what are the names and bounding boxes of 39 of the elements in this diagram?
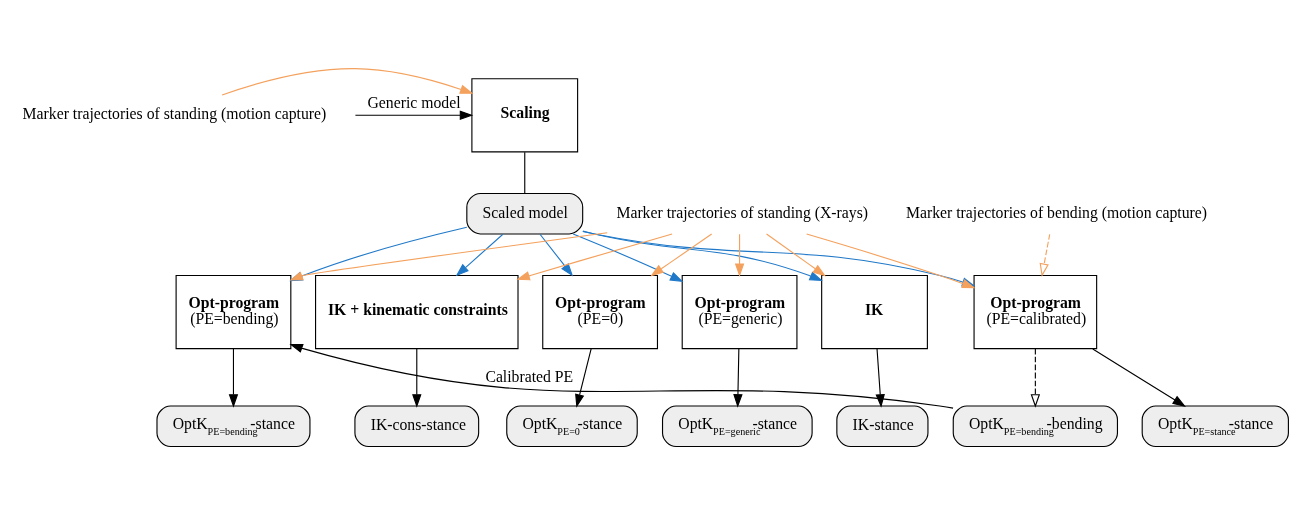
connector <box>524 151 526 194</box>
node-box: IK <box>821 274 928 349</box>
arrow <box>412 347 422 408</box>
node-box: IK-cons-stance <box>354 404 480 447</box>
node-box: Scaling <box>471 77 579 152</box>
node-box: OptK$_{PE=bending}$-stance <box>156 404 311 447</box>
arrow <box>539 233 574 277</box>
node-text: Marker trajectories of bending (motion capture) <box>906 203 1208 221</box>
node-text: Marker trajectories of standing (motion capture) <box>22 104 327 122</box>
arrow <box>228 347 239 408</box>
arrow <box>734 233 745 277</box>
node-box: IK + kinematic constraints <box>315 274 519 349</box>
node-box: Scaled model <box>466 192 584 234</box>
arrow <box>875 347 885 408</box>
arrow <box>289 343 954 409</box>
arrow <box>733 347 743 408</box>
node-box: OptK$_{PE=0}$-stance <box>506 404 638 447</box>
arrow <box>650 233 713 276</box>
node-box: IK-stance <box>836 404 929 447</box>
arrow <box>354 110 474 120</box>
arrow <box>575 347 592 408</box>
edge-label: Generic model <box>367 93 461 111</box>
node-box: OptK$_{PE=bending}$-bending <box>952 404 1118 447</box>
arrow <box>1092 347 1186 407</box>
node-box: OptK$_{PE=stance}$-stance <box>1141 404 1289 447</box>
node-box: Opt-program (PE=bending) <box>175 274 292 349</box>
arrow <box>1039 233 1051 277</box>
node-box: Opt-program (PE=0) <box>542 274 659 349</box>
node-text: Marker trajectories of standing (X-rays) <box>616 203 869 221</box>
arrow <box>572 233 684 282</box>
arrow <box>766 233 827 276</box>
node-box: Opt-program (PE=generic) <box>681 274 798 349</box>
edge-label: Calibrated PE <box>485 367 574 384</box>
arrow <box>516 233 673 280</box>
node-box: Opt-program (PE=calibrated) <box>973 274 1098 349</box>
arrow <box>221 67 474 95</box>
node-box: OptK$_{PE=generic}$-stance <box>661 404 813 447</box>
arrow <box>1030 347 1041 408</box>
arrow <box>455 233 504 276</box>
